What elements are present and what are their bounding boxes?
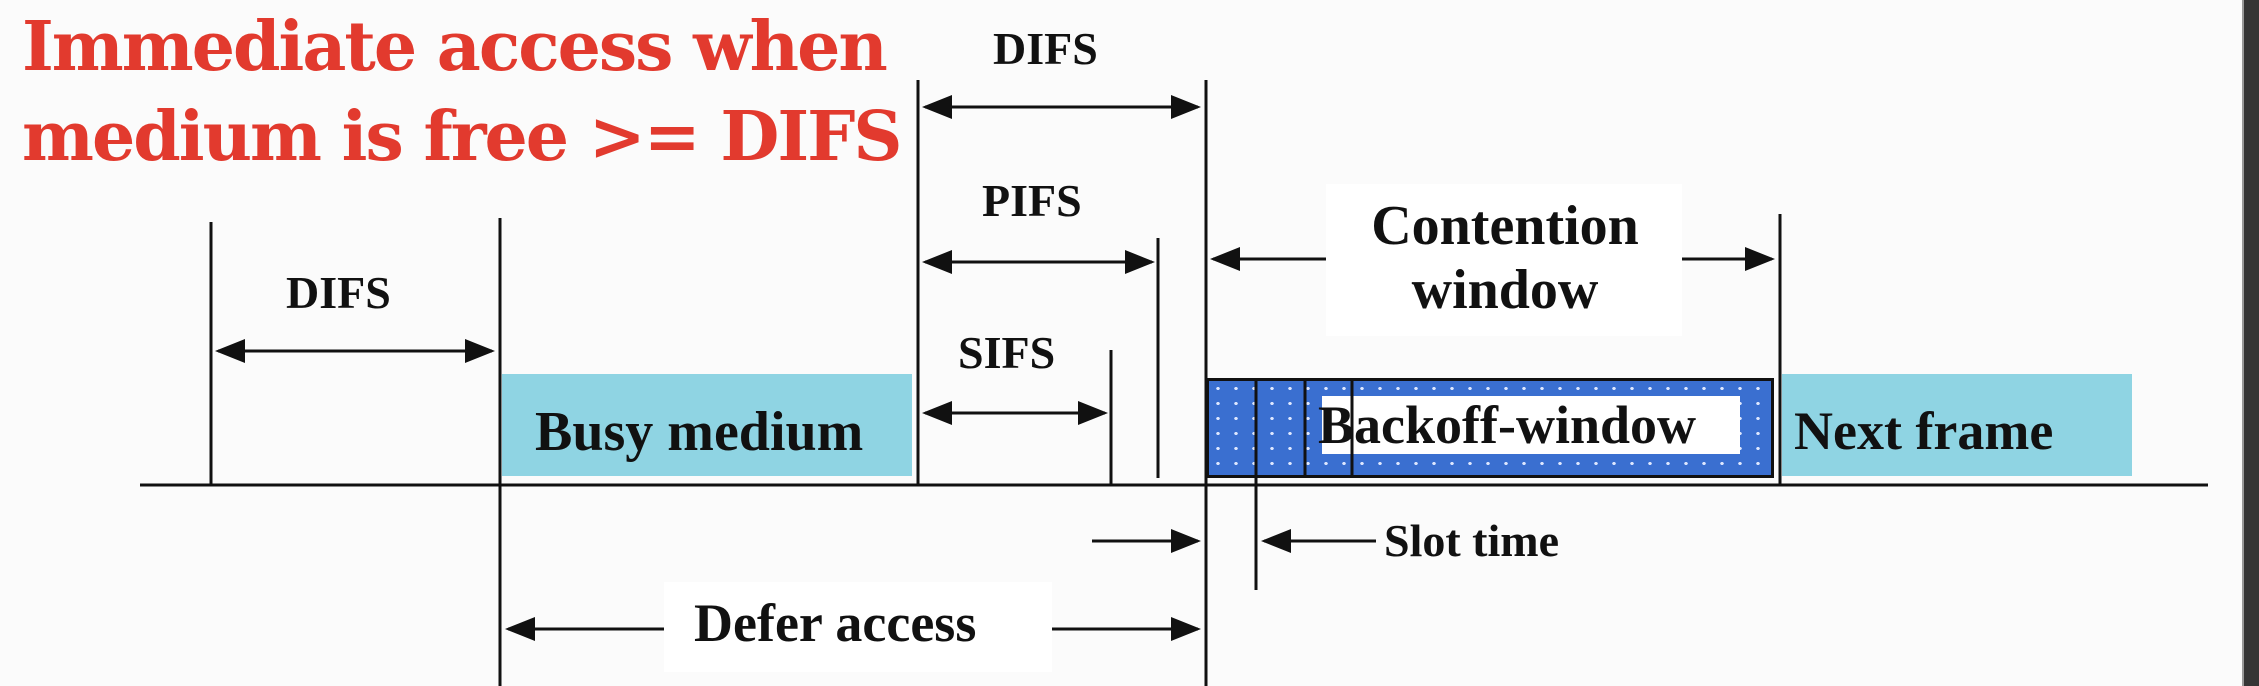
label-backoff-window: Backoff-window xyxy=(1318,395,1697,455)
next-frame-box xyxy=(1782,374,2132,476)
contention-label-bg xyxy=(1326,184,1682,336)
title-line-1: Immediate access when xyxy=(22,7,888,87)
backoff-label-bg xyxy=(1322,396,1740,454)
label-sifs: SIFS xyxy=(958,327,1056,378)
title-line-2: medium is free >= DIFS xyxy=(22,97,903,177)
label-next-frame: Next frame xyxy=(1794,401,2054,461)
right-sidebar xyxy=(2242,0,2259,686)
label-pifs: PIFS xyxy=(982,175,1082,226)
label-defer-access: Defer access xyxy=(694,593,977,653)
diagram-title: Immediate access when medium is free >= … xyxy=(22,2,903,182)
busy-medium-box xyxy=(502,374,912,476)
label-difs-left: DIFS xyxy=(286,267,391,318)
label-difs-top: DIFS xyxy=(993,23,1098,74)
contention-line-1: Contention xyxy=(1371,195,1639,257)
label-slot-time: Slot time xyxy=(1384,515,1560,566)
label-busy-medium: Busy medium xyxy=(535,401,864,463)
contention-line-2: window xyxy=(1411,259,1599,321)
label-contention: Contention window xyxy=(1350,194,1660,322)
defer-label-bg xyxy=(664,582,1052,672)
